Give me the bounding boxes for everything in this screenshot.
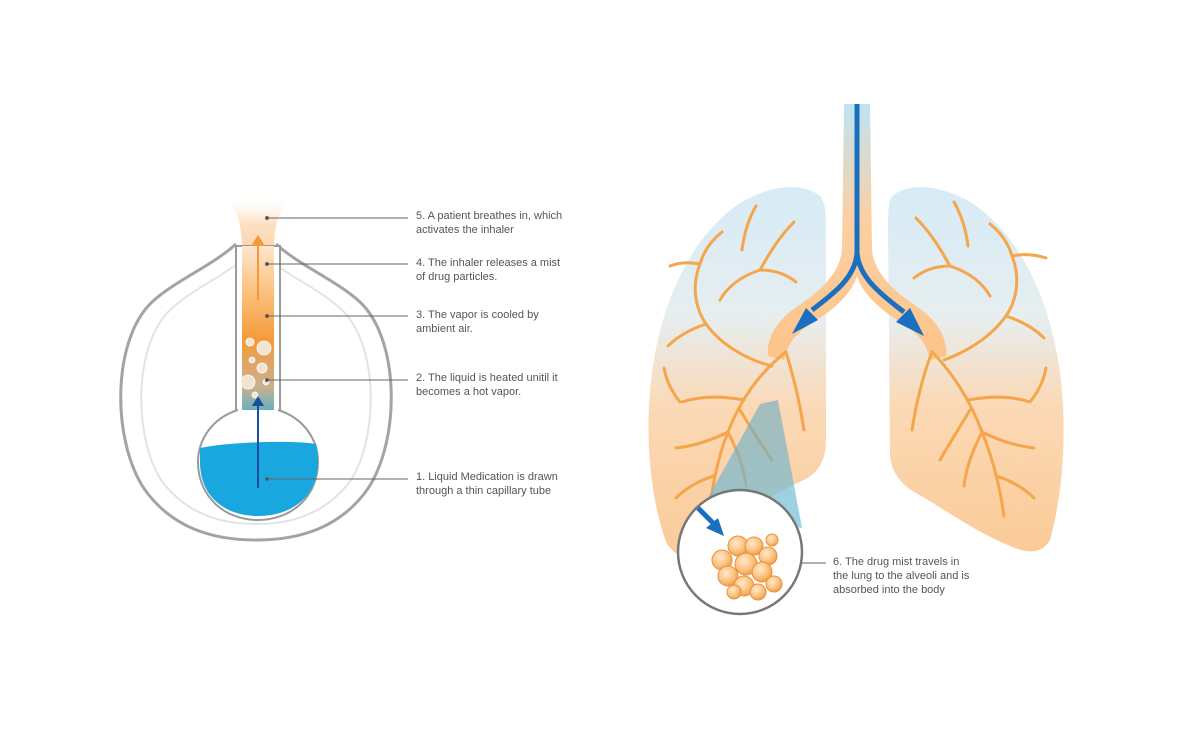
step-5-label: 5. A patient breathes in, which activate… — [416, 209, 562, 237]
step-5-line-2: activates the inhaler — [416, 224, 514, 236]
airflow-arrow-right-head-icon — [896, 308, 924, 336]
step-5-line-1: 5. A patient breathes in, which — [416, 210, 563, 222]
vapor-bubbles — [240, 337, 272, 399]
step-1-label: 1. Liquid Medication is drawn through a … — [416, 470, 558, 498]
inhaler-device — [119, 196, 393, 542]
airflow-arrow-right-icon — [854, 251, 906, 314]
step-3-line-2: ambient air. — [416, 323, 473, 335]
arrow-up-orange-head-icon — [251, 235, 265, 246]
step-1-line-1: 1. Liquid Medication is drawn — [416, 471, 558, 483]
magnifier-arrow-head-icon — [706, 518, 724, 536]
arrow-up-head-icon — [252, 396, 264, 406]
inhaler-outer-shell — [119, 242, 393, 542]
step-6-line-1: 6. The drug mist travels in — [833, 556, 960, 568]
right-bronchial-tree — [910, 200, 1048, 518]
step-6-line-2: the lung to the alveoli and is — [833, 570, 970, 582]
step-2-line-2: becomes a hot vapor. — [416, 386, 522, 398]
step-1-line-2: through a thin capillary tube — [416, 485, 552, 497]
step-3-label: 3. The vapor is cooled by ambient air. — [416, 308, 539, 336]
alveoli-cluster — [711, 533, 783, 601]
magnifier-arrow-icon — [696, 506, 716, 526]
inhaler-inner-shell — [140, 261, 372, 526]
step-6-label: 6. The drug mist travels in the lung to … — [833, 555, 969, 597]
step-4-label: 4. The inhaler releases a mist of drug p… — [416, 256, 560, 284]
leader-lines — [265, 216, 826, 565]
lungs — [648, 104, 1064, 616]
step-6-line-3: absorbed into the body — [833, 584, 945, 596]
step-2-line-1: 2. The liquid is heated unitil it — [416, 372, 558, 384]
step-2-label: 2. The liquid is heated unitil it become… — [416, 371, 558, 399]
step-4-line-1: 4. The inhaler releases a mist — [416, 257, 561, 269]
step-4-line-2: of drug particles. — [416, 271, 498, 283]
step-3-line-1: 3. The vapor is cooled by — [416, 309, 539, 321]
right-lung — [888, 187, 1064, 552]
vapor-plume — [224, 196, 292, 250]
airflow-arrow-left-head-icon — [792, 308, 818, 334]
